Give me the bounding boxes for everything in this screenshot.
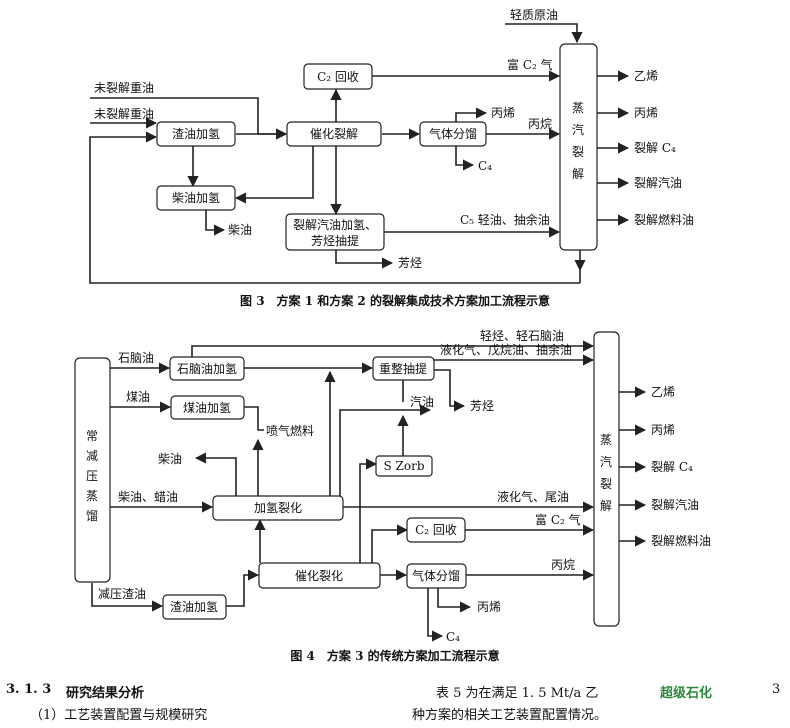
fig3-gas-fractionation-label: 气体分馏 [429,126,477,141]
fig4-c2-recovery-label: C₂ 回收 [415,523,457,537]
fig4-vacuum-resid-label: 减压渣油 [98,587,146,601]
fig4-propane-label: 丙烷 [551,558,575,572]
fig3-caption: 图 3 方案 1 和方案 2 的裂解集成技术方案加工流程示意 [240,293,550,308]
fig3-aromatics-label: 芳烃 [398,256,422,270]
fig3-diesel-hydro-box [156,185,236,211]
process-flow-diagrams: 渣油加氢 催化裂解 C₂ 回收 气体分馏 柴油加氢 裂解汽油加氢、 芳烃抽提 蒸… [74,8,711,663]
fig4-steam-cracker-char-1: 蒸 [600,433,612,447]
fig4-c4-label: C₄ [446,630,460,644]
fig3-diesel-label: 柴油 [228,223,252,237]
figure-3: 渣油加氢 催化裂解 C₂ 回收 气体分馏 柴油加氢 裂解汽油加氢、 芳烃抽提 蒸… [89,8,694,308]
fig4-atm-vac-distillation-box [74,357,111,583]
fig4-steam-cracker-char-3: 裂 [600,477,612,491]
fig3-c4-label: C₄ [478,159,492,173]
paragraph-line-1: 表 5 为在满足 1. 5 Mt/a 乙 [436,686,599,701]
fig4-distillation-char-2: 减 [86,449,98,463]
fig3-output-propylene: 丙烯 [634,106,658,120]
fig4-resid-hydro-label: 渣油加氢 [170,599,218,614]
fig4-jet-fuel-label: 喷气燃料 [266,423,314,438]
fig4-hydrocracking-label: 加氢裂化 [254,500,302,515]
fig4-lpg-tail-label: 液化气、尾油 [497,489,569,504]
fig3-light-crude-label: 轻质原油 [510,8,558,22]
fig4-naphtha-hydro-label: 石脑油加氢 [177,361,237,376]
paragraph-line-1-tail: 3 [772,682,781,697]
body-text: 3. 1. 3 研究结果分析 （1）工艺装置配置与规模研究 表 5 为在满足 1… [0,676,790,728]
fig4-cat-cracking-label: 催化裂化 [295,569,343,583]
fig4-gasoline-label: 汽油 [410,394,434,409]
fig4-szorb-label: S Zorb [383,459,424,473]
fig3-propane-label: 丙烷 [528,117,552,131]
fig4-rich-c2-label: 富 C₂ 气 [535,512,581,527]
fig4-c2-recovery-box [406,517,466,543]
fig4-distillation-char-3: 压 [86,469,98,483]
section-title: 研究结果分析 [66,686,145,701]
fig3-resid-hydro-box [156,121,236,147]
fig4-diesel-wax-label: 柴油、蜡油 [118,490,178,504]
fig4-reforming-label: 重整抽提 [379,361,427,376]
fig3-unconverted-oil-2-label: 未裂解重油 [94,107,154,121]
fig4-output-ethylene: 乙烯 [651,385,675,399]
fig3-steam-cracker-char-3: 裂 [572,145,584,159]
fig3-cat-cracking-box [286,121,382,147]
paragraph-heading: （1）工艺装置配置与规模研究 [30,708,208,723]
figure-4: 常 减 压 蒸 馏 石脑油加氢 煤油加氢 重整抽提 S Zorb 加氢裂化 催化… [74,329,711,663]
fig4-kerosene-hydro-label: 煤油加氢 [183,400,231,415]
fig4-steam-cracker-char-2: 汽 [600,454,612,469]
fig3-steam-cracker-char-2: 汽 [572,122,584,137]
fig4-distillation-char-5: 馏 [86,509,98,523]
fig4-output-propylene: 丙烯 [651,423,675,437]
fig4-reforming-box [372,356,435,381]
fig4-caption: 图 4 方案 3 的传统方案加工流程示意 [290,648,499,663]
fig4-kerosene-label: 煤油 [126,390,150,404]
fig3-steam-cracker-char-4: 解 [572,167,584,181]
fig3-propylene-label: 丙烯 [491,106,515,120]
fig3-gas-fractionation-box [419,121,487,147]
fig3-pygas-hydro-box [285,213,385,251]
fig4-propylene-label: 丙烯 [477,600,501,614]
fig3-output-pygas: 裂解汽油 [634,175,682,190]
fig4-output-fuel-oil: 裂解燃料油 [651,533,711,548]
fig4-kerosene-hydro-box [170,395,245,420]
fig3-flow-lines [89,23,630,284]
fig4-output-pygas: 裂解汽油 [651,497,699,512]
fig3-resid-hydro-label: 渣油加氢 [172,126,220,141]
section-number: 3. 1. 3 [6,682,52,697]
fig4-diesel-label: 柴油 [158,452,182,466]
fig3-unconverted-oil-1-label: 未裂解重油 [94,81,154,95]
paragraph-line-2: 种方案的相关工艺装置配置情况。 [412,708,608,723]
fig3-steam-cracker-char-1: 蒸 [572,101,584,115]
fig4-output-c4: 裂解 C₄ [651,460,693,474]
fig3-output-ethylene: 乙烯 [634,69,658,83]
fig4-gas-fractionation-box [406,563,467,589]
fig4-naphtha-label: 石脑油 [118,351,154,365]
fig3-c2-recovery-box [303,63,373,90]
fig3-steam-cracker-box [559,43,598,251]
fig3-output-fuel-oil: 裂解燃料油 [634,212,694,227]
fig4-hydrocracking-box [212,495,344,521]
fig4-flow-lines [91,340,647,642]
fig3-cat-cracking-label: 催化裂解 [310,127,358,141]
fig4-cat-cracking-box [258,562,381,589]
fig3-pygas-hydro-label-2: 芳烃抽提 [311,233,359,248]
fig3-c5-label: C₅ 轻油、抽余油 [460,212,550,227]
fig4-lpg-pentane-label: 液化气、戊烷油、抽余油 [440,342,572,357]
fig4-resid-hydro-box [162,594,227,620]
fig3-diesel-hydro-label: 柴油加氢 [172,190,220,205]
fig4-distillation-char-1: 常 [86,429,98,443]
fig4-szorb-box [375,455,433,477]
fig3-c2-recovery-label: C₂ 回收 [317,70,359,84]
fig4-steam-cracker-box [593,331,620,627]
fig3-rich-c2-label: 富 C₂ 气 [507,57,553,72]
fig3-pygas-hydro-label-1: 裂解汽油加氢、 [293,217,377,232]
fig3-output-c4: 裂解 C₄ [634,141,676,155]
fig4-aromatics-label: 芳烃 [470,399,494,413]
fig4-steam-cracker-char-4: 解 [600,499,612,513]
fig4-naphtha-hydro-box [169,356,245,381]
fig4-light-hydrocarbons-label: 轻烃、轻石脑油 [480,329,564,343]
watermark-logo: 超级石化 [660,686,713,701]
fig4-distillation-char-4: 蒸 [86,489,98,503]
fig4-gas-fractionation-label: 气体分馏 [412,568,460,583]
